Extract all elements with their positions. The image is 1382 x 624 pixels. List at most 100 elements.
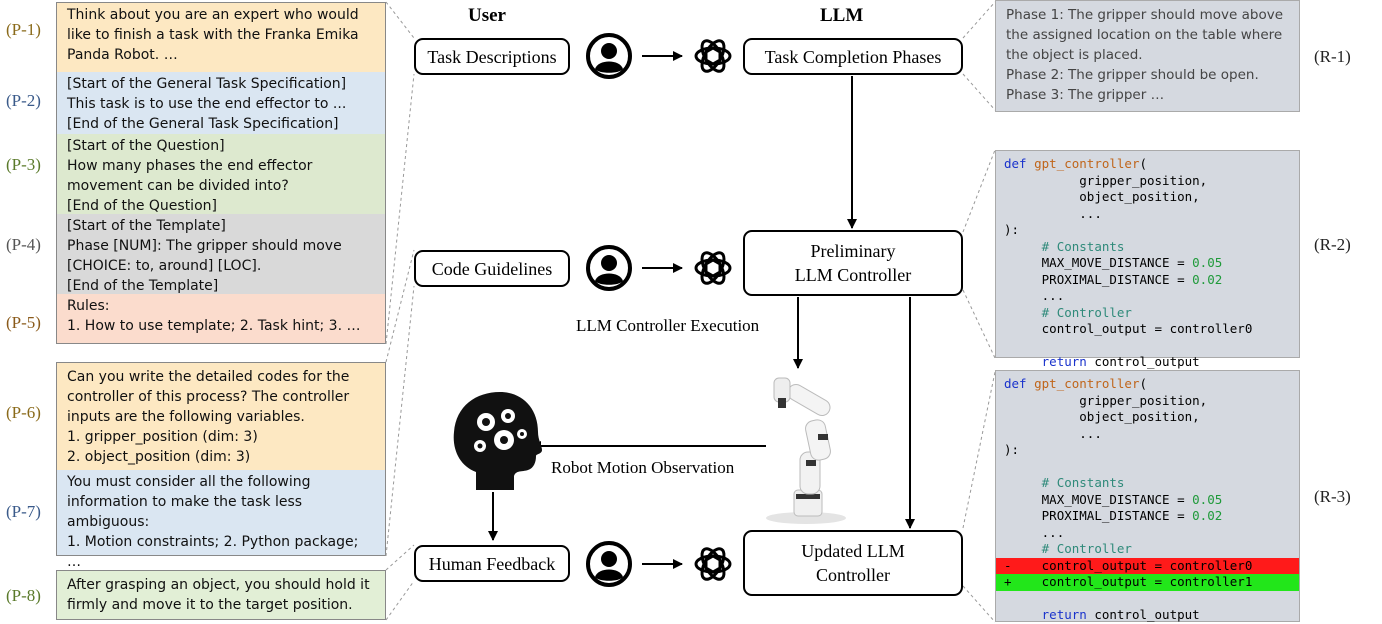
diff-added-line: + control_output = controller1: [996, 574, 1299, 591]
prompt-label-p4: (P-4): [6, 235, 41, 254]
response-line: Phase 3: The gripper …: [1006, 87, 1165, 103]
code-token: PROXIMAL_DISTANCE =: [1041, 508, 1193, 523]
task-completion-phases-node: Task Completion Phases: [743, 38, 963, 75]
response-line: the assigned location on the table where: [1006, 27, 1283, 43]
code-token: def: [1004, 156, 1027, 171]
code-line: def gpt_controller(: [1004, 156, 1291, 173]
code-token: ):: [1004, 222, 1020, 237]
diff-minus-sign: -: [1004, 557, 1012, 573]
code-line: object_position,: [1004, 189, 1291, 206]
response-line: Phase 2: The gripper should be open.: [1006, 67, 1259, 83]
code-token: # Controller: [1041, 304, 1132, 320]
code-token: MAX_MOVE_DISTANCE =: [1041, 491, 1193, 507]
robot-arm-image: [766, 377, 846, 524]
code-line: MAX_MOVE_DISTANCE = 0.05: [1004, 492, 1291, 509]
code-box-r3: def gpt_controller( gripper_position, ob…: [995, 370, 1300, 622]
prompt-line: [End of the Question]: [67, 198, 217, 214]
code-line: ...: [1004, 426, 1291, 443]
code-token: ...: [1041, 288, 1065, 303]
code-token: object_position,: [1079, 189, 1200, 204]
llm-logo-icon: [694, 39, 732, 73]
code-token: control_output = controller1: [1041, 574, 1253, 589]
code-line: [1004, 591, 1291, 608]
prompt-box-p4: [Start of the Template] Phase [NUM]: The…: [56, 214, 386, 294]
node-line: LLM Controller: [794, 265, 912, 285]
code-line: # Constants: [1004, 239, 1291, 256]
user-avatar-icon: [586, 541, 632, 587]
code-line: PROXIMAL_DISTANCE = 0.02: [1004, 508, 1291, 525]
code-token: control_output: [1086, 607, 1200, 622]
response-label-r1: (R-1): [1314, 47, 1351, 66]
prompt-line: Panda Robot. …: [67, 47, 178, 63]
code-token: 0.02: [1192, 271, 1223, 287]
response-label-r2: (R-2): [1314, 235, 1351, 254]
code-line: MAX_MOVE_DISTANCE = 0.05: [1004, 255, 1291, 272]
prompt-line: Think about you are an expert who would: [67, 7, 359, 23]
node-line: Preliminary: [810, 241, 896, 261]
node-line: Controller: [816, 565, 890, 585]
code-token: gripper_position,: [1079, 172, 1208, 188]
prompt-line: firmly and move it to the target positio…: [67, 597, 353, 613]
code-line: [1004, 338, 1291, 355]
code-line: gripper_position,: [1004, 173, 1291, 190]
code-token: # Constants: [1041, 238, 1125, 254]
code-token: return: [1041, 607, 1087, 622]
prompt-box-p5: Rules: 1. How to use template; 2. Task h…: [56, 294, 386, 344]
code-token: gpt_controller: [1034, 376, 1140, 391]
code-token: 0.05: [1192, 491, 1223, 507]
prompt-line: How many phases the end effector: [67, 158, 313, 174]
prompt-line: Can you write the detailed codes for the: [67, 369, 350, 385]
code-token: PROXIMAL_DISTANCE =: [1041, 271, 1193, 287]
response-label-r3: (R-3): [1314, 487, 1351, 506]
code-token: ...: [1079, 205, 1102, 221]
code-token: gpt_controller: [1034, 156, 1140, 171]
code-token: object_position,: [1079, 409, 1200, 424]
code-token: # Constants: [1041, 475, 1125, 490]
code-token: 0.05: [1192, 255, 1223, 270]
code-token: (: [1139, 376, 1147, 391]
updated-llm-controller-node: Updated LLM Controller: [743, 530, 963, 596]
prompt-line: You must consider all the following: [67, 474, 311, 490]
user-avatar-icon: [586, 245, 632, 291]
human-feedback-node: Human Feedback: [414, 545, 570, 582]
prompt-box-p2: [Start of the General Task Specification…: [56, 72, 386, 134]
code-token: control_output = controller0: [1041, 557, 1253, 573]
prompt-line: 1. Motion constraints; 2. Python package…: [67, 534, 359, 570]
prompt-label-p7: (P-7): [6, 502, 41, 521]
prompt-line: Phase [NUM]: The gripper should move: [67, 238, 342, 254]
prompt-label-p5: (P-5): [6, 313, 41, 332]
code-line: # Controller: [1004, 541, 1291, 558]
code-token: control_output = controller0: [1041, 321, 1253, 336]
code-box-r2: def gpt_controller( gripper_position, ob…: [995, 150, 1300, 369]
prompt-line: 2. object_position (dim: 3): [67, 449, 251, 465]
diff-removed-line: - control_output = controller0: [996, 557, 1299, 574]
prompt-line: 1. gripper_position (dim: 3): [67, 429, 258, 445]
column-title-user: User: [468, 5, 506, 26]
code-line: PROXIMAL_DISTANCE = 0.02: [1004, 272, 1291, 289]
prompt-label-p2: (P-2): [6, 91, 41, 110]
prompt-box-p8: After grasping an object, you should hol…: [56, 570, 386, 620]
response-line: Phase 1: The gripper should move above: [1006, 7, 1283, 23]
code-token: # Controller: [1041, 541, 1132, 556]
node-line: Updated LLM: [801, 541, 905, 561]
code-line: # Constants: [1004, 475, 1291, 492]
prompt-label-p8: (P-8): [6, 586, 41, 605]
prompt-label-p6: (P-6): [6, 403, 41, 422]
prompt-box-p6: Can you write the detailed codes for the…: [56, 362, 386, 470]
code-token: control_output: [1086, 354, 1200, 369]
llm-logo-icon: [694, 251, 732, 285]
prompt-line: [Start of the Question]: [67, 138, 225, 154]
prompt-line: After grasping an object, you should hol…: [67, 577, 370, 593]
code-line: gripper_position,: [1004, 393, 1291, 410]
prompt-line: ambiguous:: [67, 514, 150, 530]
prompt-line: [CHOICE: to, around] [LOC].: [67, 258, 262, 274]
llm-controller-execution-label: LLM Controller Execution: [576, 316, 760, 335]
prompt-line: movement can be divided into?: [67, 178, 289, 194]
prompt-line: [Start of the Template]: [67, 218, 226, 234]
code-line: ):: [1004, 222, 1291, 239]
code-line: # Controller: [1004, 305, 1291, 322]
human-head-gears-icon: [453, 392, 542, 490]
prompt-label-p1: (P-1): [6, 20, 41, 39]
prompt-line: information to make the task less: [67, 494, 303, 510]
